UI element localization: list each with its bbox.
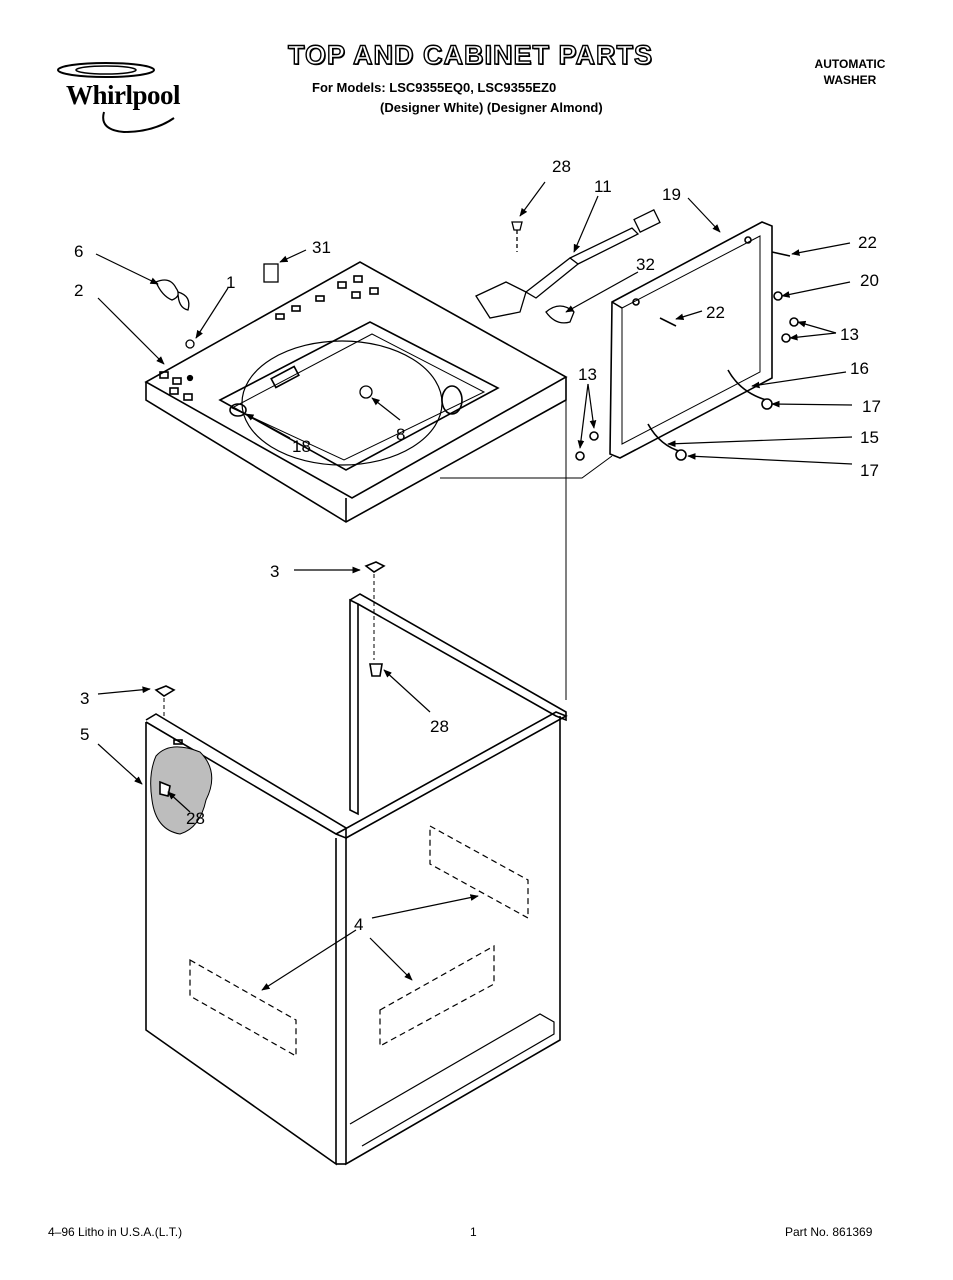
- part-3-clip-b: [154, 685, 176, 697]
- cabinet-slot: [173, 739, 183, 745]
- part-6-clip: [155, 279, 179, 301]
- callout-3-b: 3: [80, 689, 89, 708]
- cabinet-cutaway: [150, 746, 213, 835]
- brand-name: Whirlpool: [66, 80, 181, 110]
- part-28-screw-top: [511, 221, 523, 231]
- part-32-actuator: [545, 305, 575, 324]
- callout-16: 16: [850, 359, 869, 378]
- part-4-pad-b: [189, 958, 297, 1058]
- part-22-screw-b: [659, 317, 677, 327]
- callout-1: 1: [226, 273, 235, 292]
- part-4-pad-c: [379, 944, 495, 1048]
- logo-swirl-graphic: [57, 62, 175, 134]
- callout-6: 6: [74, 242, 83, 261]
- part-13-screw-d: [575, 451, 585, 461]
- callout-17-a: 17: [862, 397, 881, 416]
- callout-13-b: 13: [578, 365, 597, 384]
- product-type-line2: WASHER: [823, 73, 877, 87]
- washer-top-panel: [144, 261, 568, 523]
- footer-print-info: 4–96 Litho in U.S.A.(L.T.): [48, 1225, 183, 1239]
- console-frame: [440, 221, 799, 700]
- callout-28-top: 28: [552, 157, 571, 176]
- callout-19: 19: [662, 185, 681, 204]
- callout-32: 32: [636, 255, 655, 274]
- models-line: For Models: LSC9355EQ0, LSC9355EZ0: [312, 80, 557, 95]
- whirlpool-logo: Whirlpool: [44, 58, 214, 138]
- part-11-harness: [524, 257, 580, 299]
- part-8-bolt: [359, 385, 373, 399]
- part-1-screw: [185, 339, 195, 349]
- washer-cabinet: [145, 561, 568, 1166]
- callout-18: 18: [292, 437, 311, 456]
- top-small-parts: [155, 209, 661, 399]
- callout-5: 5: [80, 725, 89, 744]
- part-16-hose: [727, 369, 767, 401]
- leader-lines: [95, 181, 853, 991]
- part-17-clamp-b: [675, 449, 687, 461]
- callout-22-b: 22: [706, 303, 725, 322]
- callout-11: 11: [594, 177, 612, 196]
- footer-part-number: Part No. 861369: [785, 1225, 873, 1239]
- callout-8: 8: [396, 425, 405, 444]
- part-4-pad-a: [429, 824, 529, 920]
- callout-22-a: 22: [858, 233, 877, 252]
- callout-28-low: 28: [186, 809, 205, 828]
- callout-2: 2: [74, 281, 83, 300]
- part-13-screw-b: [781, 333, 791, 343]
- part-28-screw-mid: [369, 663, 383, 677]
- callout-15: 15: [860, 428, 879, 447]
- callout-28-mid: 28: [430, 717, 449, 736]
- part-11-plug: [633, 209, 661, 233]
- footer-page-number: 1: [470, 1225, 477, 1239]
- part-6-clip-b: [177, 291, 190, 311]
- part-31-bracket: [263, 263, 279, 283]
- part-20-clip: [773, 291, 783, 301]
- callout-31: 31: [312, 238, 331, 257]
- callout-4: 4: [354, 915, 363, 934]
- callout-17-b: 17: [860, 461, 879, 480]
- part-1-screw-b: [186, 374, 194, 382]
- callout-20: 20: [860, 271, 879, 290]
- product-type-line1: AUTOMATIC: [814, 57, 886, 71]
- part-22-screw-a: [771, 251, 791, 257]
- part-17-clamp-a: [761, 398, 773, 410]
- part-3-clip-a: [364, 561, 386, 573]
- callout-3-a: 3: [270, 562, 279, 581]
- variants-line: (Designer White) (Designer Almond): [380, 100, 603, 115]
- part-13-screw-c: [589, 431, 599, 441]
- part-13-screw-a: [789, 317, 799, 327]
- part-11-wire: [569, 227, 640, 265]
- part-lid-switch: [475, 281, 527, 319]
- callout-labels: 28 11 19 22 20 6 31 1 2 32 22 13 13 16 1…: [74, 157, 881, 934]
- page-title: TOP AND CABINET PARTS: [287, 39, 654, 70]
- product-type: AUTOMATIC WASHER: [800, 56, 900, 88]
- callout-13-a: 13: [840, 325, 859, 344]
